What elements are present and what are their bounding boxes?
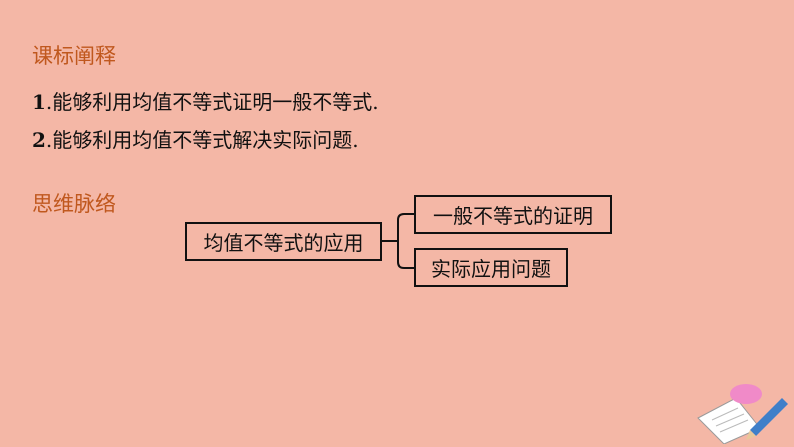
- mindmap-branch-proof: 一般不等式的证明: [414, 195, 612, 234]
- section-title-standards: 课标阐释: [32, 44, 116, 68]
- paper-pencil-decoration-icon: [697, 384, 788, 444]
- objective-number: 1: [32, 90, 46, 114]
- objective-text: .能够利用均值不等式证明一般不等式.: [45, 90, 379, 114]
- objective-text: .能够利用均值不等式解决实际问题.: [45, 128, 359, 152]
- objective-number: 2: [32, 128, 46, 152]
- section-title-mindmap: 思维脉络: [32, 192, 116, 216]
- mindmap-branch-application: 实际应用问题: [414, 248, 568, 287]
- mindmap-root-node: 均值不等式的应用: [185, 222, 382, 261]
- objective-1: 1.能够利用均值不等式证明一般不等式.: [32, 86, 379, 115]
- objective-2: 2.能够利用均值不等式解决实际问题.: [32, 124, 359, 153]
